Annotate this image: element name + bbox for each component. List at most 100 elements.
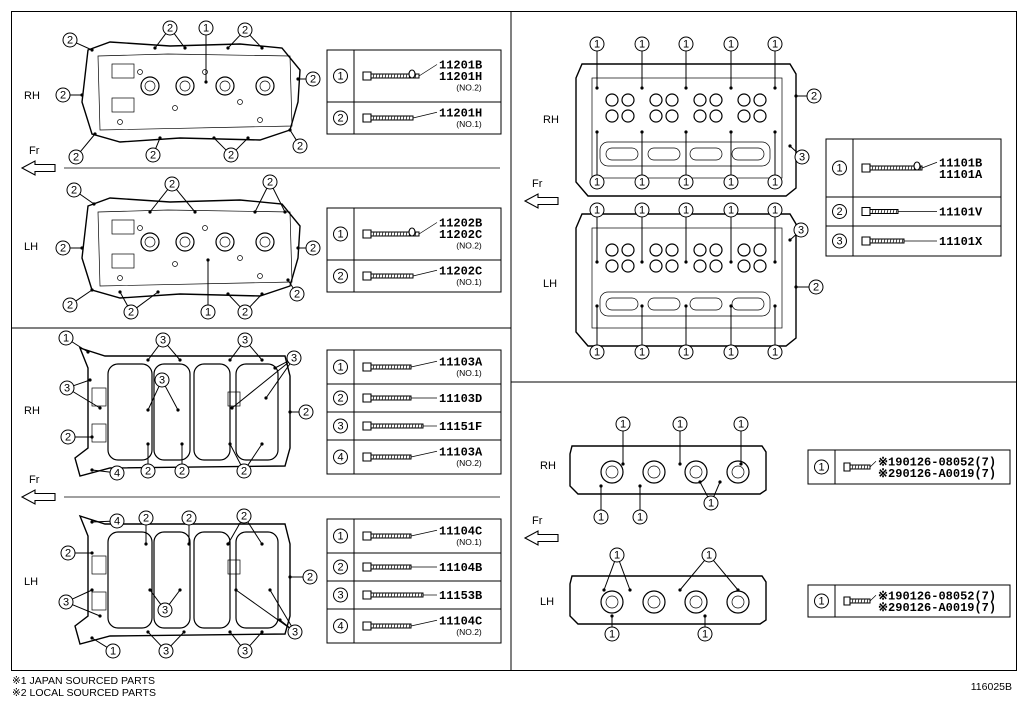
bolt-head	[362, 590, 372, 600]
thread-mark	[874, 238, 877, 244]
thread-mark	[372, 73, 375, 79]
thread-mark	[399, 73, 402, 79]
thread-mark	[375, 115, 378, 121]
thread-mark	[387, 564, 390, 570]
callout: 4	[109, 513, 125, 529]
callout-circle	[298, 404, 314, 420]
thread-mark	[889, 238, 892, 244]
callout-circle	[237, 304, 253, 320]
callout-circle	[237, 22, 253, 38]
callout-circle	[55, 240, 71, 256]
thread-mark	[390, 623, 393, 629]
thread-mark	[387, 454, 390, 460]
valve-seat	[693, 243, 707, 257]
callout-circle	[678, 344, 694, 360]
bolt-icon	[362, 393, 412, 403]
plug-hole-inner	[144, 80, 156, 92]
bolt-point	[178, 588, 182, 592]
thread-mark	[384, 115, 387, 121]
callout: 1	[733, 416, 749, 432]
callout: 2	[333, 559, 348, 575]
callout-circle	[123, 304, 139, 320]
outer-border	[11, 11, 1017, 671]
callout-number: 2	[294, 289, 300, 301]
callout-number: 2	[65, 432, 71, 444]
leader-line	[170, 631, 185, 647]
thread-mark	[907, 165, 910, 171]
chamber-inner	[605, 465, 619, 479]
bolt-point	[698, 480, 702, 484]
valve-seat	[737, 243, 751, 257]
port-opening	[731, 297, 765, 311]
thread-mark	[399, 364, 402, 370]
thread-mark	[892, 165, 895, 171]
bolt-point	[729, 130, 733, 134]
thread-mark	[405, 231, 408, 237]
callout-number: 3	[63, 597, 69, 609]
callout-circle	[286, 350, 302, 366]
thread-mark	[901, 165, 904, 171]
valve-seat	[737, 93, 751, 107]
thread-mark	[384, 454, 387, 460]
thread-mark	[892, 238, 895, 244]
part-number: 11103A	[439, 355, 483, 369]
thread-mark	[408, 564, 411, 570]
callout-circle	[634, 344, 650, 360]
chamber-inner	[605, 595, 619, 609]
thread-mark	[886, 209, 889, 214]
thread-mark	[387, 592, 390, 598]
callout-number: 1	[609, 629, 615, 641]
callout-circle	[157, 602, 173, 618]
thread-mark	[866, 464, 869, 470]
cam-cover-gasket	[81, 197, 301, 299]
thread-mark	[892, 209, 895, 214]
leader-line	[80, 133, 96, 152]
callout-circle	[697, 626, 713, 642]
part-number: 11202C	[439, 228, 482, 242]
thread-mark	[851, 464, 854, 470]
leader-line	[76, 42, 93, 51]
callout-number: 2	[297, 141, 303, 153]
callout: 1	[632, 509, 648, 525]
leader-line	[229, 345, 242, 361]
thread-mark	[390, 273, 393, 279]
callout-number: 2	[303, 407, 309, 419]
bolt-point	[729, 304, 733, 308]
thread-mark	[402, 395, 405, 401]
bolt-point	[90, 435, 94, 439]
callout-circle	[333, 528, 348, 544]
callout: 1	[333, 68, 348, 84]
callout: 2	[236, 463, 252, 479]
part-number: 11151F	[439, 420, 482, 434]
leader-line	[247, 443, 263, 466]
callout: 1	[767, 174, 783, 190]
thread-mark	[420, 592, 423, 598]
bolt-icon	[362, 621, 412, 631]
plug-hole-inner	[144, 236, 156, 248]
callout: 3	[59, 380, 75, 396]
thread-mark	[408, 115, 411, 121]
bolt-point	[148, 588, 152, 592]
port-opening	[647, 297, 681, 311]
thread-mark	[408, 454, 411, 460]
thread-mark	[378, 623, 381, 629]
thread-mark	[405, 364, 408, 370]
small-hole	[117, 275, 123, 281]
callout: 2	[223, 147, 239, 163]
diagram-code: 116025B	[971, 681, 1012, 693]
callout-number: 1	[594, 347, 600, 359]
bolt-point	[773, 86, 777, 90]
callout-circle	[237, 643, 253, 659]
callout: 2	[333, 110, 348, 126]
callout-circle	[62, 32, 78, 48]
callout-number: 1	[639, 205, 645, 217]
callout-circle	[292, 138, 308, 154]
bolt-point	[296, 77, 300, 81]
thread-mark	[378, 533, 381, 539]
bolt-point	[156, 290, 160, 294]
bolt-point	[228, 442, 232, 446]
thread-mark	[877, 238, 880, 244]
side-label-lh: LH	[24, 241, 38, 253]
